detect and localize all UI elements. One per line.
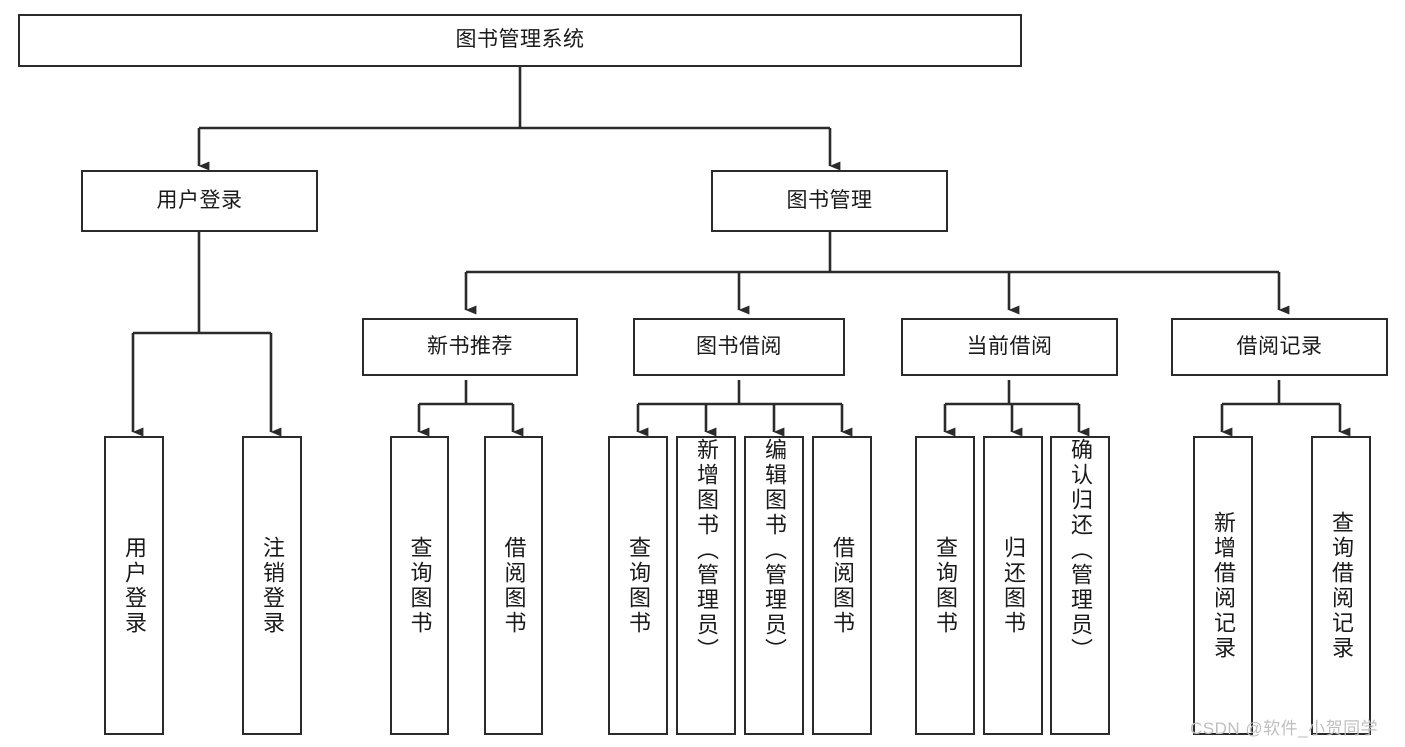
node-leaf-edit-book[interactable]: 编辑图书（管理员） (744, 436, 804, 735)
node-leaf-query-book-2-label: 查询图书 (626, 535, 651, 636)
node-leaf-query-book-2[interactable]: 查询图书 (608, 436, 668, 735)
node-leaf-borrow-book-2[interactable]: 借阅图书 (812, 436, 872, 735)
node-root[interactable]: 图书管理系统 (18, 14, 1022, 67)
node-leaf-add-book-label: 新增图书（管理员） (694, 438, 719, 663)
node-leaf-query-book-1-label: 查询图书 (407, 535, 433, 636)
node-root-label: 图书管理系统 (455, 28, 585, 52)
node-leaf-borrow-book-2-label: 借阅图书 (830, 535, 855, 636)
node-leaf-add-record-label: 新增借阅记录 (1211, 510, 1236, 661)
node-book-borrow[interactable]: 图书借阅 (633, 318, 845, 376)
node-leaf-edit-book-label: 编辑图书（管理员） (762, 438, 787, 663)
node-leaf-borrow-book-1[interactable]: 借阅图书 (484, 436, 543, 735)
node-leaf-user-login-label: 用户登录 (122, 535, 147, 636)
node-user-login[interactable]: 用户登录 (81, 170, 318, 232)
node-leaf-add-book[interactable]: 新增图书（管理员） (676, 436, 736, 735)
node-leaf-query-book-3-label: 查询图书 (933, 535, 958, 636)
node-leaf-borrow-book-1-label: 借阅图书 (501, 535, 527, 636)
node-borrow-record-label: 借阅记录 (1236, 334, 1323, 358)
node-leaf-query-record-label: 查询借阅记录 (1329, 510, 1354, 661)
node-leaf-return-book-label: 归还图书 (1001, 535, 1026, 636)
node-leaf-query-record[interactable]: 查询借阅记录 (1311, 436, 1371, 735)
node-leaf-query-book-1[interactable]: 查询图书 (390, 436, 449, 735)
node-leaf-confirm-return[interactable]: 确认归还（管理员） (1050, 436, 1110, 735)
node-current-borrow[interactable]: 当前借阅 (901, 318, 1118, 376)
node-leaf-query-book-3[interactable]: 查询图书 (915, 436, 975, 735)
node-borrow-record[interactable]: 借阅记录 (1171, 318, 1388, 376)
node-new-book-rec[interactable]: 新书推荐 (362, 318, 578, 376)
node-leaf-user-login[interactable]: 用户登录 (104, 436, 164, 735)
node-leaf-logout-label: 注销登录 (260, 535, 285, 636)
node-leaf-logout[interactable]: 注销登录 (242, 436, 302, 735)
node-new-book-rec-label: 新书推荐 (427, 334, 513, 358)
node-book-manage-label: 图书管理 (786, 188, 873, 212)
node-book-manage[interactable]: 图书管理 (711, 170, 948, 232)
node-current-borrow-label: 当前借阅 (966, 334, 1053, 358)
node-leaf-return-book[interactable]: 归还图书 (983, 436, 1043, 735)
node-leaf-confirm-return-label: 确认归还（管理员） (1068, 438, 1093, 663)
node-leaf-add-record[interactable]: 新增借阅记录 (1193, 436, 1253, 735)
node-book-borrow-label: 图书借阅 (696, 334, 782, 358)
node-user-login-label: 用户登录 (156, 188, 243, 212)
